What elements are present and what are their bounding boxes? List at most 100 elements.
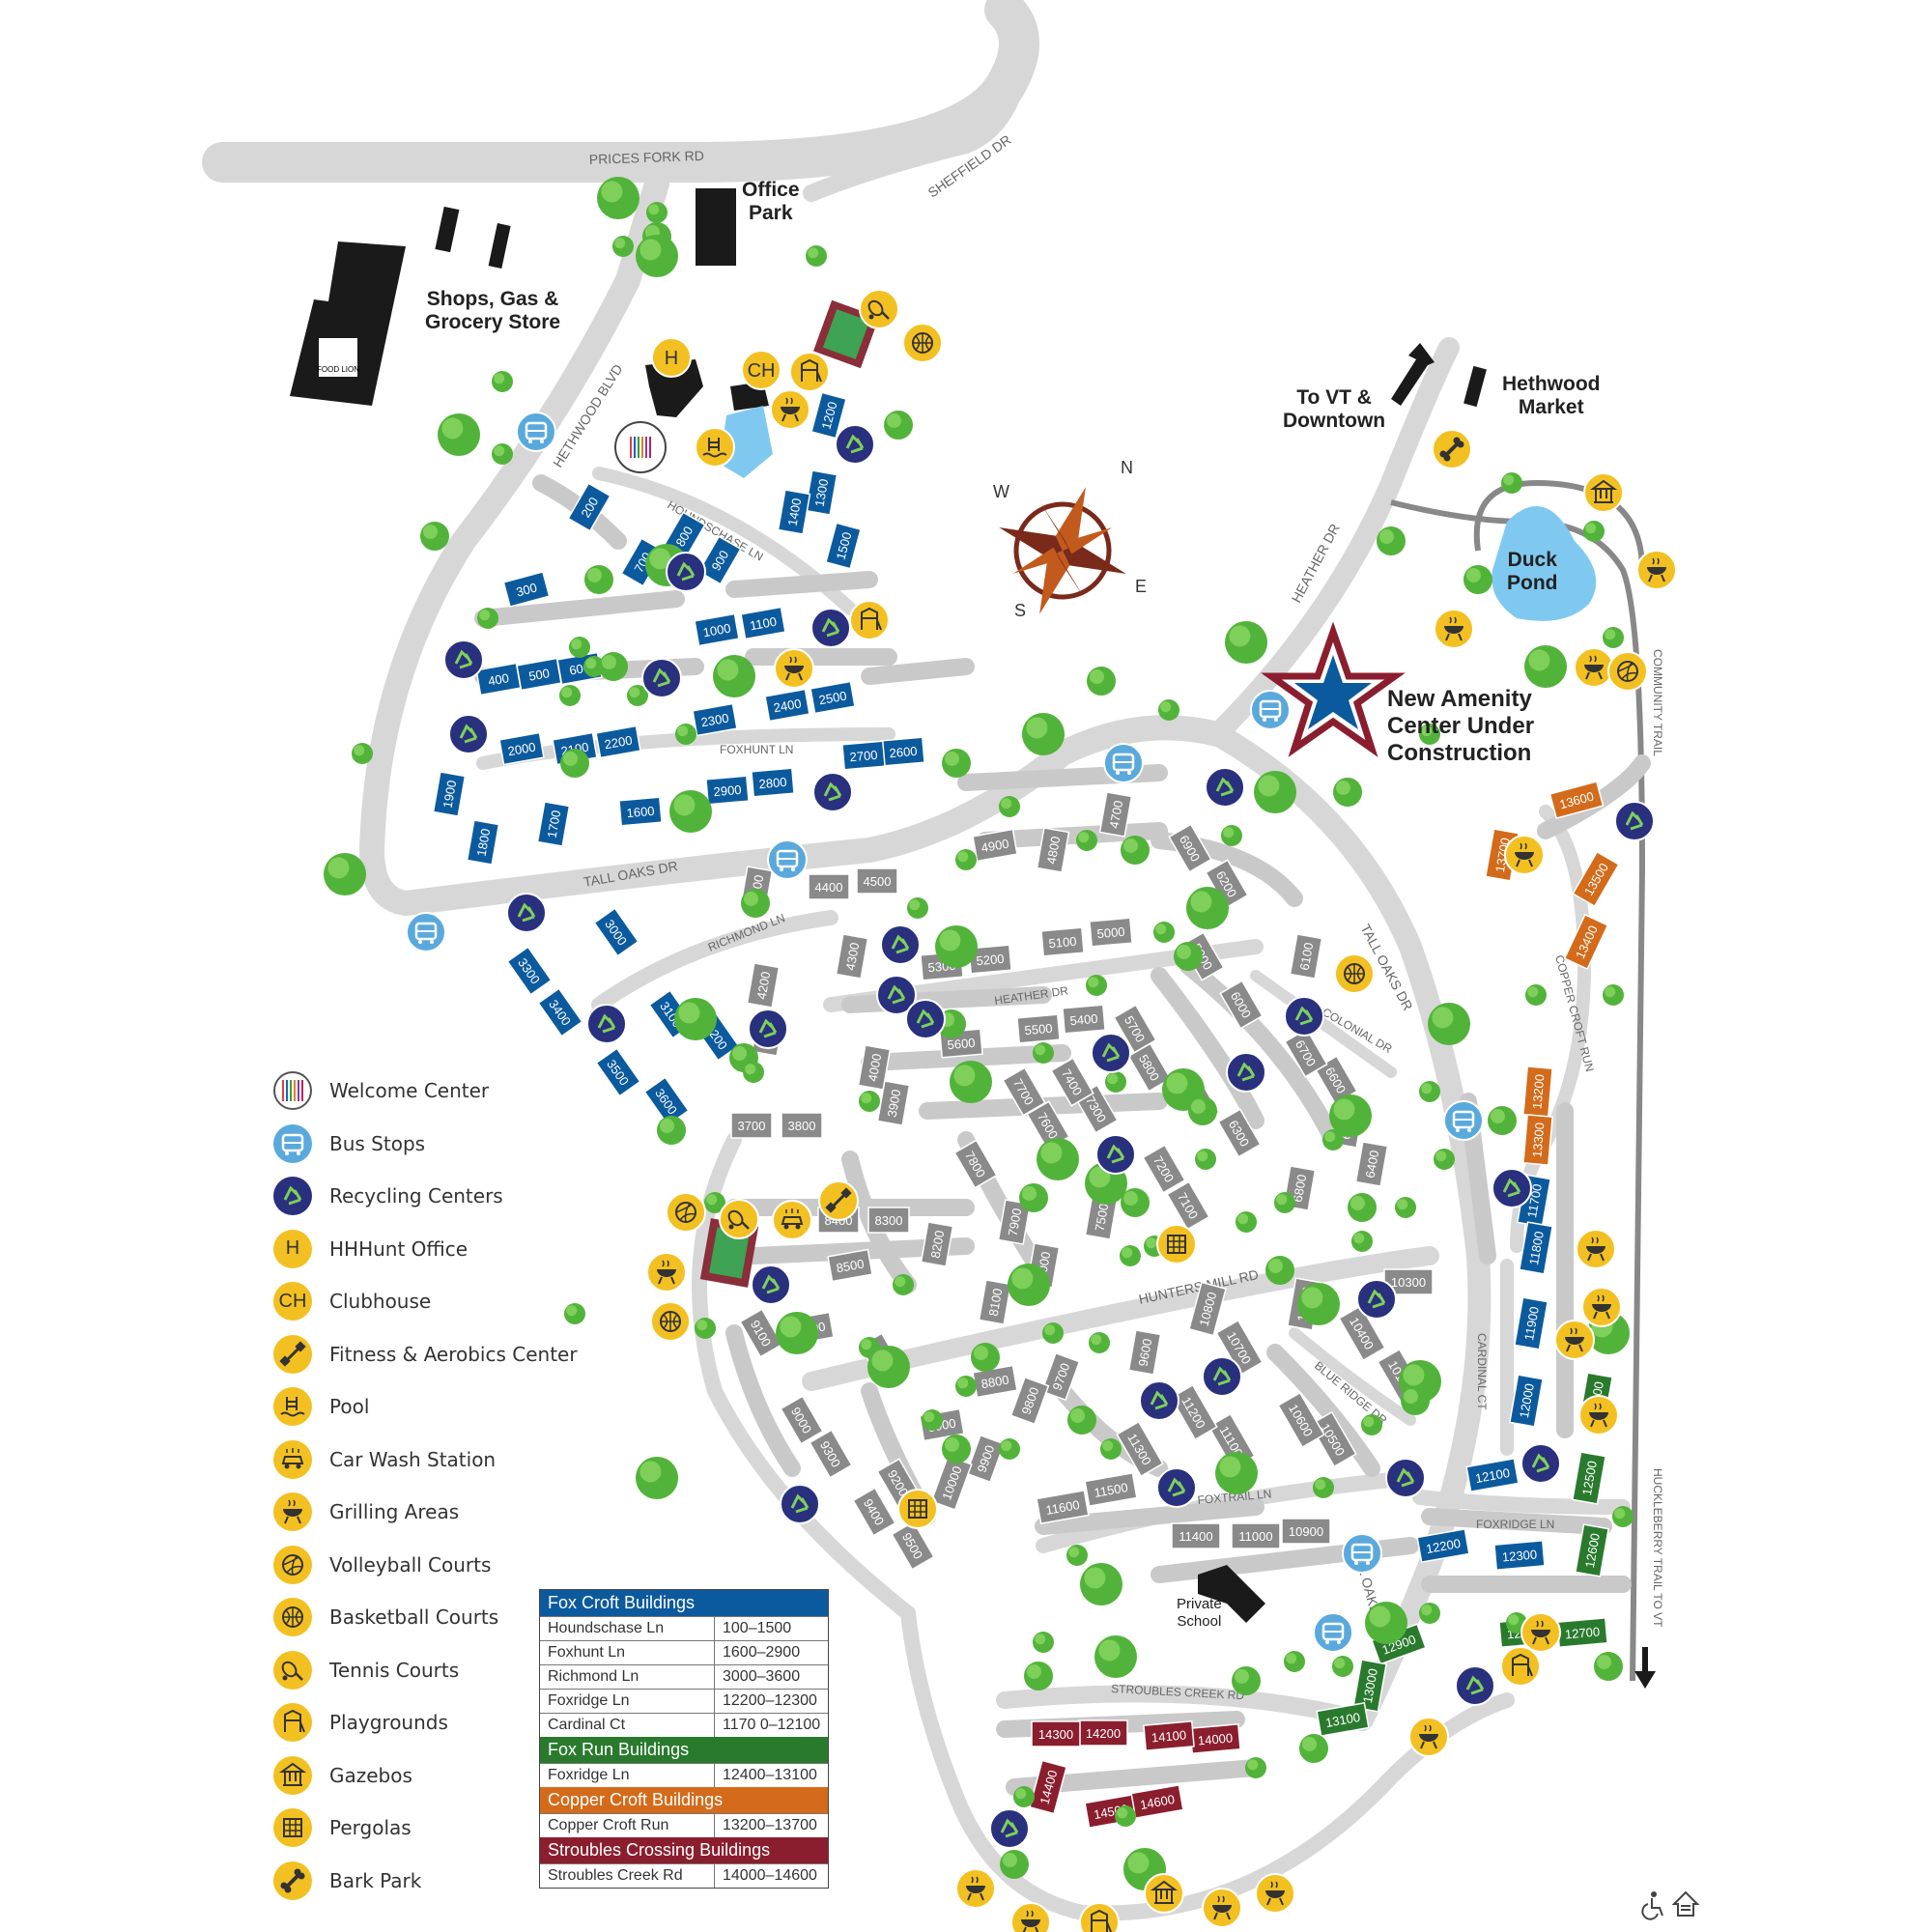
building-3000[interactable]: 3000	[593, 907, 639, 957]
grill-marker-icon[interactable]	[774, 648, 814, 689]
building-12200[interactable]: 12200	[1416, 1527, 1470, 1564]
building-4300[interactable]: 4300	[835, 933, 869, 980]
sheffield-drive[interactable]	[803, 40, 1033, 202]
recycle-marker-icon[interactable]	[751, 1264, 791, 1305]
building-1800[interactable]: 1800	[466, 819, 500, 866]
hunters-mill-road[interactable]	[802, 1246, 1439, 1391]
building-4900[interactable]: 4900	[972, 828, 1018, 863]
building-1200[interactable]: 1200	[810, 391, 847, 440]
recycle-marker-icon[interactable]	[1455, 1665, 1495, 1706]
building-11600[interactable]: 11600	[1036, 1489, 1090, 1525]
building-10800[interactable]: 10800	[1188, 1281, 1227, 1337]
carwash-marker-icon[interactable]	[772, 1200, 812, 1240]
tennis-marker-icon[interactable]	[859, 289, 899, 329]
building-5200[interactable]: 5200	[968, 944, 1012, 975]
community-trail-loop[interactable]	[1473, 479, 1645, 571]
building-7200[interactable]: 7200	[1142, 1144, 1186, 1194]
building-4000[interactable]: 4000	[857, 1044, 892, 1091]
building-5000[interactable]: 5000	[1089, 917, 1133, 948]
volleyball-marker-icon[interactable]	[1607, 651, 1648, 692]
bus-marker-icon[interactable]	[1250, 690, 1291, 730]
bus-marker-icon[interactable]	[1443, 1100, 1484, 1141]
bus-marker-icon[interactable]	[1103, 743, 1144, 783]
building-8200[interactable]: 8200	[920, 1221, 954, 1267]
building-6400[interactable]: 6400	[1354, 1141, 1389, 1187]
bus-marker-icon[interactable]	[1342, 1533, 1382, 1574]
hhhunt-marker-icon[interactable]: H	[651, 337, 692, 378]
tall-oaks-drive-west[interactable]	[393, 715, 1230, 916]
building-14200[interactable]: 14200	[1078, 1719, 1128, 1747]
fitness-marker-icon[interactable]	[818, 1180, 859, 1221]
grill-marker-icon[interactable]	[1574, 647, 1614, 688]
building-4200[interactable]: 4200	[746, 962, 781, 1009]
volleyball-marker-icon[interactable]	[666, 1192, 706, 1233]
building-13400[interactable]: 13400	[1563, 913, 1609, 971]
recycle-marker-icon[interactable]	[748, 1009, 788, 1049]
grill-marker-icon[interactable]	[1636, 550, 1677, 590]
grill-marker-icon[interactable]	[1434, 609, 1474, 649]
heather-drive-north[interactable]	[1207, 337, 1460, 745]
building-3900[interactable]: 3900	[876, 1080, 911, 1126]
recycle-marker-icon[interactable]	[1356, 1279, 1397, 1320]
building-2700[interactable]: 2700	[841, 740, 886, 771]
building-4700[interactable]: 4700	[1098, 791, 1133, 838]
building-13500[interactable]: 13500	[1572, 850, 1620, 908]
building-10700[interactable]: 10700	[1215, 1319, 1264, 1377]
colonial-drive[interactable]	[1250, 970, 1397, 1078]
building-300[interactable]: 300	[502, 571, 551, 608]
recycle-marker-icon[interactable]	[1205, 767, 1245, 808]
building-12700[interactable]: 12700	[1556, 1617, 1608, 1648]
building-13300[interactable]: 13300	[1522, 1114, 1553, 1166]
grill-marker-icon[interactable]	[955, 1868, 996, 1909]
grill-marker-icon[interactable]	[1408, 1717, 1449, 1757]
recycle-marker-icon[interactable]	[1614, 801, 1655, 841]
basketball-marker-icon[interactable]	[650, 1301, 691, 1342]
welcome-marker-icon[interactable]	[614, 421, 667, 473]
recycle-marker-icon[interactable]	[1156, 1467, 1197, 1508]
gazebo-marker-icon[interactable]	[1144, 1873, 1184, 1914]
building-5400[interactable]: 5400	[1062, 1004, 1106, 1035]
playground-marker-icon[interactable]	[1500, 1646, 1541, 1687]
basketball-marker-icon[interactable]	[1334, 953, 1375, 994]
building-3300[interactable]: 3300	[506, 946, 553, 996]
building-7500[interactable]: 7500	[1084, 1194, 1119, 1240]
building-1700[interactable]: 1700	[536, 801, 571, 847]
building-13100[interactable]: 13100	[1316, 1701, 1370, 1738]
building-7100[interactable]: 7100	[1166, 1180, 1210, 1231]
new-amenity-star-icon[interactable]	[1261, 621, 1406, 757]
building-3400[interactable]: 3400	[537, 987, 583, 1037]
building-4500[interactable]: 4500	[856, 867, 898, 895]
grill-marker-icon[interactable]	[1010, 1902, 1051, 1932]
recycle-marker-icon[interactable]	[1385, 1458, 1426, 1498]
building-900[interactable]: 900	[697, 535, 742, 585]
pergola-marker-icon[interactable]	[1156, 1224, 1197, 1264]
recycle-marker-icon[interactable]	[876, 975, 917, 1015]
bus-marker-icon[interactable]	[406, 912, 446, 952]
recycle-marker-icon[interactable]	[443, 639, 484, 680]
grill-marker-icon[interactable]	[646, 1252, 687, 1293]
building-500[interactable]: 500	[516, 657, 562, 692]
building-14300[interactable]: 14300	[1031, 1720, 1081, 1747]
recycle-marker-icon[interactable]	[1202, 1356, 1242, 1397]
basketball-marker-icon[interactable]	[902, 323, 943, 363]
building-3500[interactable]: 3500	[595, 1047, 641, 1097]
building-5500[interactable]: 5500	[1016, 1013, 1061, 1044]
building-13000[interactable]: 13000	[1351, 1659, 1388, 1713]
building-8100[interactable]: 8100	[978, 1279, 1012, 1325]
building-9000[interactable]: 9000	[780, 1395, 824, 1445]
recycle-marker-icon[interactable]	[1139, 1380, 1179, 1421]
building-9900[interactable]: 9900	[965, 1434, 1006, 1484]
building-12600[interactable]: 12600	[1574, 1523, 1610, 1577]
pool-marker-icon[interactable]	[695, 427, 735, 468]
building-14400[interactable]: 14400	[1029, 1759, 1067, 1815]
building-2200[interactable]: 2200	[595, 724, 641, 759]
clubhouse-marker-icon[interactable]: CH	[741, 350, 781, 390]
building-2800[interactable]: 2800	[751, 767, 795, 798]
building-14100[interactable]: 14100	[1143, 1720, 1195, 1751]
building-10900[interactable]: 10900	[1281, 1518, 1331, 1545]
building-11800[interactable]: 11800	[1518, 1221, 1554, 1275]
grill-marker-icon[interactable]	[1578, 1395, 1619, 1435]
recycle-marker-icon[interactable]	[810, 608, 851, 648]
grill-marker-icon[interactable]	[1554, 1320, 1595, 1360]
playground-marker-icon[interactable]	[849, 600, 890, 640]
